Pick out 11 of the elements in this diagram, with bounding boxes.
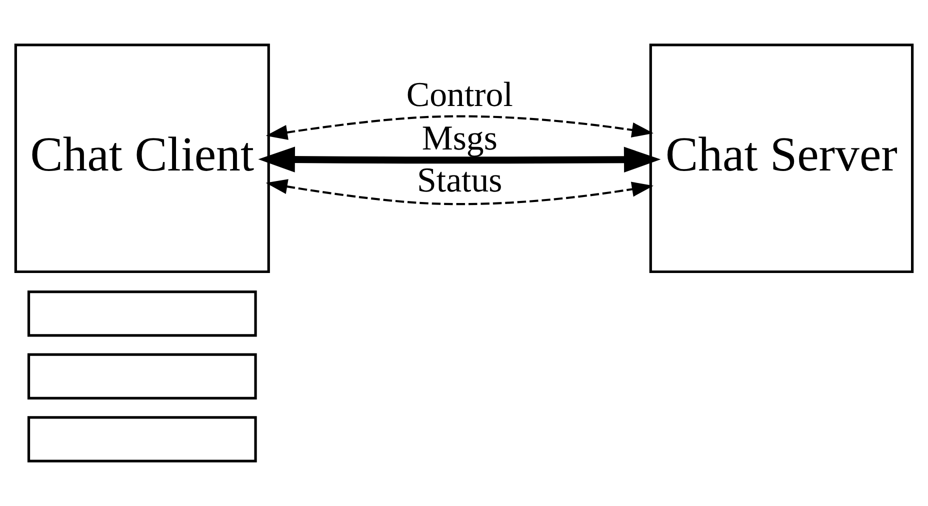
node-box <box>27 290 257 337</box>
node-box: Chat Client <box>14 44 270 274</box>
arrow <box>266 179 654 206</box>
node-box <box>27 353 257 400</box>
edge-label: Status <box>417 160 502 200</box>
arrow <box>266 115 654 140</box>
node-box <box>27 416 257 462</box>
edge-label: Msgs <box>422 118 498 158</box>
node-box: Chat Server <box>649 44 914 274</box>
edge-label: Control <box>406 75 513 114</box>
arrow <box>258 146 661 172</box>
